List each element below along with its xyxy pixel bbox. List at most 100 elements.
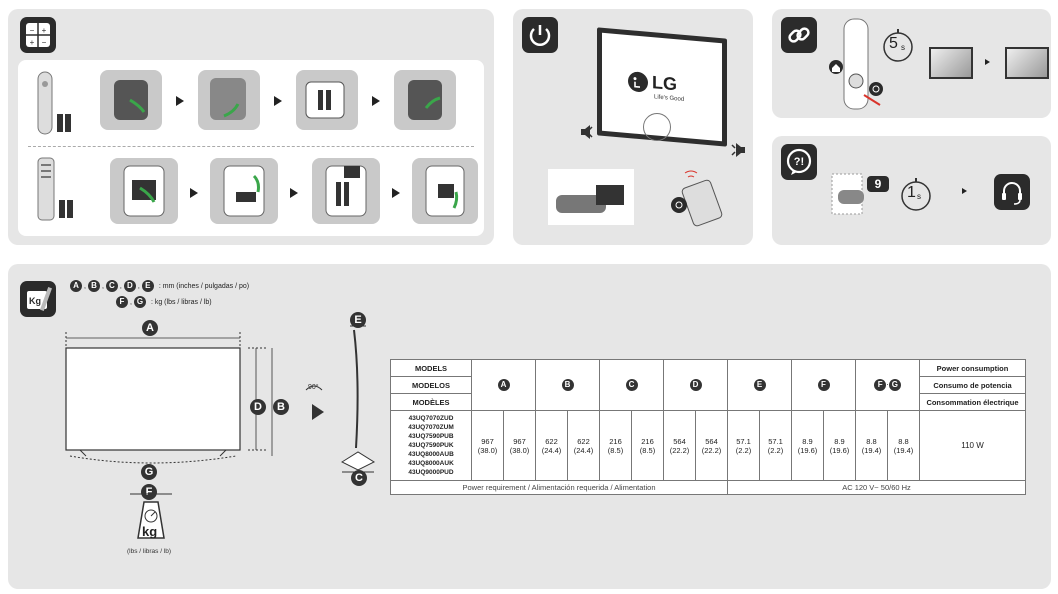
letter-badge: B <box>87 280 100 292</box>
mute-right-icon <box>727 139 749 166</box>
timer-1s-value: 1 <box>907 184 916 201</box>
remote-power-illustration <box>665 165 733 229</box>
dim-label-b: B <box>273 399 289 415</box>
letter-badge: A <box>70 280 82 292</box>
power-icon <box>522 17 558 53</box>
scale-caption: (lbs / libras / lb) <box>127 548 172 555</box>
dim-label-f: F <box>141 484 157 500</box>
value-cell: 57.1(2.2) <box>759 410 792 481</box>
standard-remote-illustration <box>32 156 82 222</box>
svg-text:?!: ?! <box>794 156 804 168</box>
value-cell: 967(38.0) <box>503 410 536 481</box>
col-header-a: A <box>471 359 536 411</box>
tv-front-drawing <box>8 264 338 564</box>
remote-pairing-illustration <box>824 17 890 115</box>
value-cell: 57.1(2.2) <box>727 410 760 481</box>
headset-icon <box>994 174 1030 210</box>
pairing-panel: 5 s <box>772 9 1051 118</box>
timer-1s-icon: 1 s <box>898 176 934 212</box>
weight-ruler-icon: Kg <box>20 281 56 317</box>
power-value-cell: 110 W <box>919 410 1026 481</box>
key-9-badge: 9 <box>867 176 889 192</box>
battery-step-5 <box>110 158 178 224</box>
value-cell: 564(22.2) <box>663 410 696 481</box>
support-panel: ?! 9 1 s <box>772 136 1051 245</box>
battery-step-6 <box>210 158 278 224</box>
letter-badge: F <box>116 296 128 308</box>
step-arrow-icon <box>176 96 184 106</box>
power-header-en: Power consumption <box>919 359 1026 377</box>
svg-text:+: + <box>30 38 35 47</box>
step-arrow-icon <box>274 96 282 106</box>
col-header-e: E <box>727 359 792 411</box>
col-header-f: F <box>791 359 856 411</box>
divider <box>28 146 474 147</box>
units-mm-legend: A, B, C, D, E : mm (inches / pulgadas / … <box>70 280 249 292</box>
dim-label-e: E <box>350 312 366 328</box>
power-panel: LG Life's Good <box>513 9 753 245</box>
svg-text:−: − <box>30 26 35 35</box>
letter-badge: E <box>141 280 154 292</box>
value-cell: 8.8(19.4) <box>855 410 888 481</box>
key-9-label: 9 <box>874 177 882 191</box>
value-cell: 8.9(19.6) <box>823 410 856 481</box>
step-arrow-icon <box>290 188 298 198</box>
value-cell: 622(24.4) <box>535 410 568 481</box>
battery-step-8 <box>412 158 478 224</box>
tv-side-drawing <box>338 312 378 482</box>
finger-press-illustration <box>548 169 634 225</box>
rotation-angle: 90° <box>308 384 319 391</box>
dim-label-c: C <box>351 470 367 486</box>
brand-logo-text: LG <box>652 72 677 95</box>
value-cell: 8.9(19.6) <box>791 410 824 481</box>
units-kg-legend: F, G : kg (lbs / libras / lb) <box>116 296 212 308</box>
dim-label-a: A <box>142 320 158 336</box>
dim-label-g: G <box>141 464 157 480</box>
step-arrow-icon <box>962 188 967 194</box>
power-button-highlight <box>643 113 671 141</box>
battery-panel: − + + − <box>8 9 494 245</box>
scale-illustration: kg <box>126 486 176 542</box>
tv-screen-after <box>1005 47 1049 79</box>
scale-unit: kg <box>142 524 158 539</box>
battery-step-3 <box>296 70 358 130</box>
mute-left-icon <box>577 121 599 148</box>
timer-5s-icon: 5 s <box>880 27 916 63</box>
power-requirement-label: Power requirement / Alimentación requeri… <box>390 480 728 495</box>
tv-illustration: LG Life's Good <box>597 27 727 147</box>
step-arrow-icon <box>372 96 380 106</box>
svg-text:Kg: Kg <box>29 296 41 306</box>
remote-key-illustration <box>826 170 882 220</box>
dim-label-d: D <box>250 399 266 415</box>
units-kg-text: : kg (lbs / libras / lb) <box>150 298 212 306</box>
step-arrow-icon <box>190 188 198 198</box>
letter-badge: D <box>123 280 136 292</box>
col-header-d: D <box>663 359 728 411</box>
models-header-es: MODELOS <box>390 376 472 394</box>
lg-logo <box>627 70 649 99</box>
col-header-b: B <box>535 359 600 411</box>
battery-step-2 <box>198 70 260 130</box>
svg-text:−: − <box>42 38 47 47</box>
step-arrow-icon <box>392 188 400 198</box>
battery-step-1 <box>100 70 162 130</box>
battery-steps-area <box>18 60 484 236</box>
col-header-fg: F·G <box>855 359 920 411</box>
battery-step-4 <box>394 70 456 130</box>
value-cell: 8.8(19.4) <box>887 410 920 481</box>
magic-remote-illustration <box>32 70 82 136</box>
letter-badge: C <box>105 280 118 292</box>
timer-5s-value: 5 <box>889 35 898 52</box>
battery-icon: − + + − <box>20 17 56 53</box>
svg-text:+: + <box>42 26 47 35</box>
battery-step-7 <box>312 158 380 224</box>
link-icon <box>781 17 817 53</box>
letter-badge: G <box>133 296 146 308</box>
models-header-fr: MODÈLES <box>390 393 472 411</box>
units-mm-text: : mm (inches / pulgadas / po) <box>158 282 250 290</box>
value-cell: 216(8.5) <box>631 410 664 481</box>
value-cell: 564(22.2) <box>695 410 728 481</box>
value-cell: 216(8.5) <box>599 410 632 481</box>
step-arrow-icon <box>985 59 990 65</box>
